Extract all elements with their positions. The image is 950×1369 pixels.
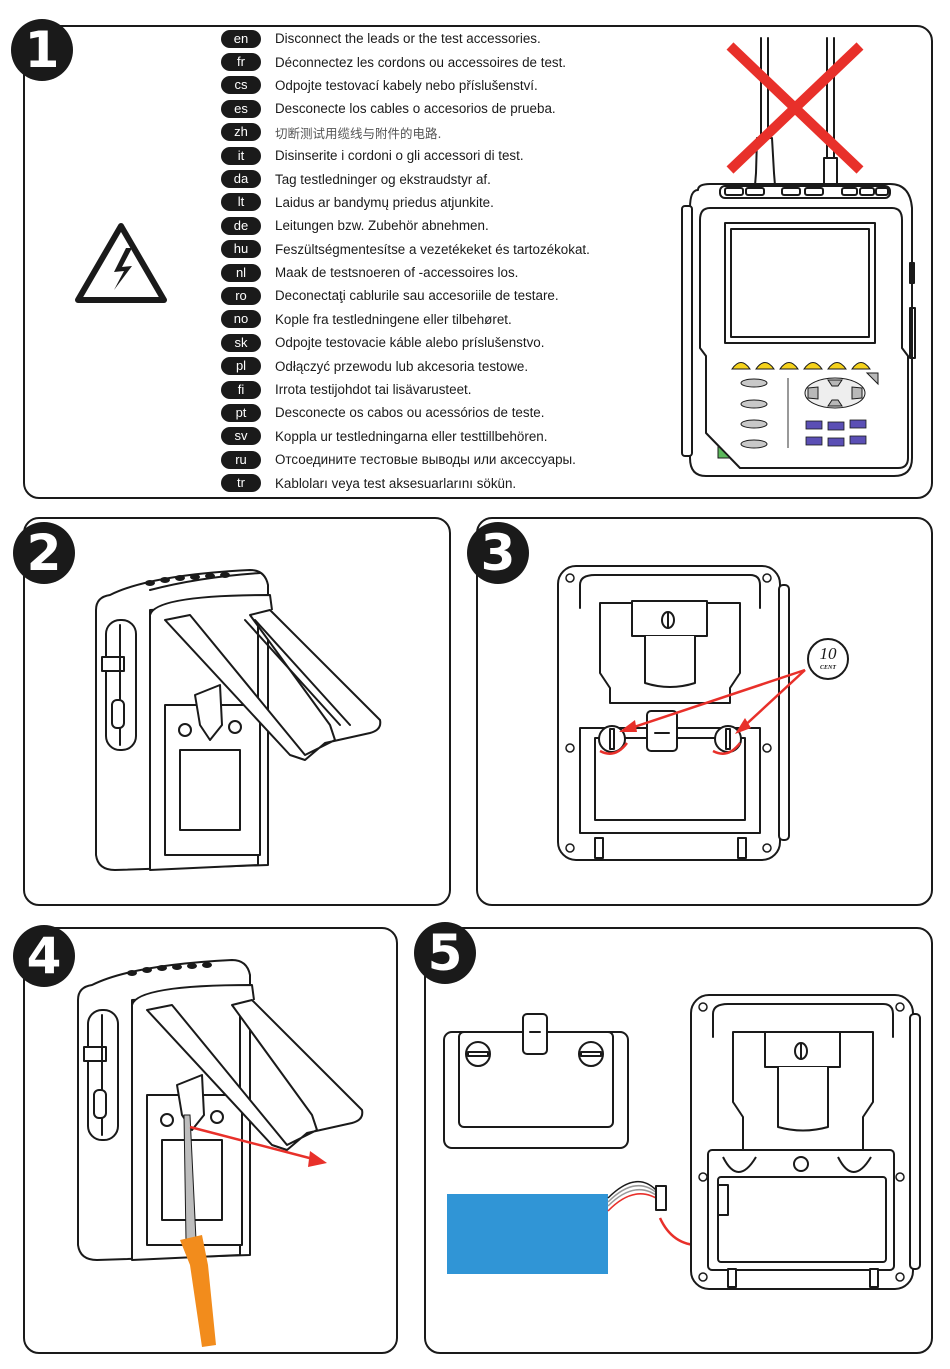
language-code-badge: en bbox=[221, 29, 261, 48]
language-instruction-text: Desconecte os cabos ou acessórios de tes… bbox=[275, 405, 545, 421]
language-code-badge: lt bbox=[221, 193, 261, 212]
language-instruction-text: Irrota testijohdot tai lisävarusteet. bbox=[275, 382, 472, 398]
step-5-badge: 5 bbox=[414, 922, 476, 984]
language-row-it: it Disinserite i cordoni o gli accessori … bbox=[221, 144, 590, 167]
language-code-badge: fr bbox=[221, 53, 261, 72]
step-4-badge: 4 bbox=[13, 925, 75, 987]
language-code-badge: da bbox=[221, 170, 261, 189]
device-back-battery-compartment-illustration bbox=[690, 994, 921, 1290]
language-code-badge: pt bbox=[221, 403, 261, 422]
language-code-badge: hu bbox=[221, 240, 261, 259]
language-row-da: da Tag testledninger og ekstraudstyr af. bbox=[221, 167, 590, 190]
language-row-hu: hu Feszültségmentesítse a vezetékeket és … bbox=[221, 238, 590, 261]
step-1-badge: 1 bbox=[11, 19, 73, 81]
language-code-badge: it bbox=[221, 146, 261, 165]
language-instruction-text: Desconecte los cables o accesorios de pr… bbox=[275, 101, 556, 117]
language-row-sv: sv Koppla ur testledningarna eller testti… bbox=[221, 425, 590, 448]
device-back-open-stand-illustration bbox=[95, 569, 382, 871]
red-pointer-arrows bbox=[619, 668, 806, 734]
language-code-badge: pl bbox=[221, 357, 261, 376]
function-keys bbox=[731, 362, 871, 370]
language-code-badge: zh bbox=[221, 123, 261, 142]
language-row-sk: sk Odpojte testovacie káble alebo prísluš… bbox=[221, 331, 590, 354]
language-row-cs: cs Odpojte testovací kabely nebo přísluše… bbox=[221, 74, 590, 97]
step-2-badge: 2 bbox=[13, 522, 75, 584]
language-row-fr: fr Déconnectez les cordons ou accessoires… bbox=[221, 50, 590, 73]
language-instruction-text: Tag testledninger og ekstraudstyr af. bbox=[275, 171, 491, 187]
language-instruction-text: Disconnect the leads or the test accesso… bbox=[275, 31, 541, 47]
removed-battery-cover-illustration bbox=[443, 1013, 629, 1149]
language-instruction-text: Отсоедините тестовые выводы или аксессуа… bbox=[275, 452, 576, 468]
battery-pack bbox=[447, 1194, 608, 1274]
language-instruction-text: Kople fra testledningene eller tilbehøre… bbox=[275, 311, 512, 327]
coin-value: 10 bbox=[819, 644, 837, 663]
language-row-zh: zh 切断测试用缆线与附件的电路. bbox=[221, 121, 590, 144]
language-instruction-text: Odpojte testovacie káble alebo príslušen… bbox=[275, 335, 545, 351]
language-instruction-text: Deconectaţi cablurile sau accesoriile de… bbox=[275, 288, 559, 304]
language-row-pl: pl Odłączyć przewodu lub akcesoria testow… bbox=[221, 354, 590, 377]
language-code-badge: tr bbox=[221, 474, 261, 493]
language-code-badge: fi bbox=[221, 380, 261, 399]
language-code-badge: ro bbox=[221, 286, 261, 305]
language-code-badge: no bbox=[221, 310, 261, 329]
language-row-tr: tr Kabloları veya test aksesuarlarını sök… bbox=[221, 471, 590, 494]
device-back-screwdriver-illustration bbox=[77, 959, 364, 1347]
language-instruction-text: Maak de testsnoeren of -accessoires los. bbox=[275, 265, 519, 281]
language-code-badge: sk bbox=[221, 333, 261, 352]
language-row-lt: lt Laidus ar bandymų priedus atjunkite. bbox=[221, 191, 590, 214]
language-instruction-text: Leitungen bzw. Zubehör abnehmen. bbox=[275, 218, 489, 234]
language-instruction-text: Kabloları veya test aksesuarlarını sökün… bbox=[275, 475, 517, 491]
language-instruction-text: Feszültségmentesítse a vezetékeket és ta… bbox=[275, 241, 590, 257]
language-instruction-text: Koppla ur testledningarna eller testtill… bbox=[275, 428, 548, 444]
language-code-badge: cs bbox=[221, 76, 261, 95]
language-code-badge: ru bbox=[221, 450, 261, 469]
language-instruction-list: en Disconnect the leads or the test acces… bbox=[221, 27, 590, 495]
language-code-badge: de bbox=[221, 216, 261, 235]
do-not-connect-x-icon bbox=[726, 42, 864, 174]
device-front-illustration bbox=[681, 37, 916, 477]
language-instruction-text: Odłączyć przewodu lub akcesoria testowe. bbox=[275, 358, 529, 374]
language-instruction-text: 切断测试用缆线与附件的电路. bbox=[275, 125, 442, 141]
language-row-no: no Kople fra testledningene eller tilbehø… bbox=[221, 308, 590, 331]
language-row-pt: pt Desconecte os cabos ou acessórios de t… bbox=[221, 401, 590, 424]
language-instruction-text: Odpojte testovací kabely nebo příslušens… bbox=[275, 77, 538, 93]
language-instruction-text: Déconnectez les cordons ou accessoires d… bbox=[275, 54, 567, 70]
electric-hazard-icon bbox=[75, 223, 167, 303]
coin-unit: CENT bbox=[819, 665, 836, 671]
language-row-es: es Desconecte los cables o accesorios de … bbox=[221, 97, 590, 120]
ten-cent-coin-icon: 10 CENT bbox=[807, 638, 849, 680]
language-row-de: de Leitungen bzw. Zubehör abnehmen. bbox=[221, 214, 590, 237]
language-row-ru: ru Отсоедините тестовые выводы или аксесс… bbox=[221, 448, 590, 471]
language-row-fi: fi Irrota testijohdot tai lisävarusteet. bbox=[221, 378, 590, 401]
language-code-badge: sv bbox=[221, 427, 261, 446]
language-row-ro: ro Deconectaţi cablurile sau accesoriile … bbox=[221, 284, 590, 307]
language-instruction-text: Laidus ar bandymų priedus atjunkite. bbox=[275, 194, 494, 210]
language-code-badge: nl bbox=[221, 263, 261, 282]
language-code-badge: es bbox=[221, 99, 261, 118]
language-instruction-text: Disinserite i cordoni o gli accessori di… bbox=[275, 148, 524, 164]
language-row-nl: nl Maak de testsnoeren of -accessoires lo… bbox=[221, 261, 590, 284]
device-back-battery-cover-illustration bbox=[557, 565, 790, 861]
language-row-en: en Disconnect the leads or the test acces… bbox=[221, 27, 590, 50]
step-3-badge: 3 bbox=[467, 522, 529, 584]
